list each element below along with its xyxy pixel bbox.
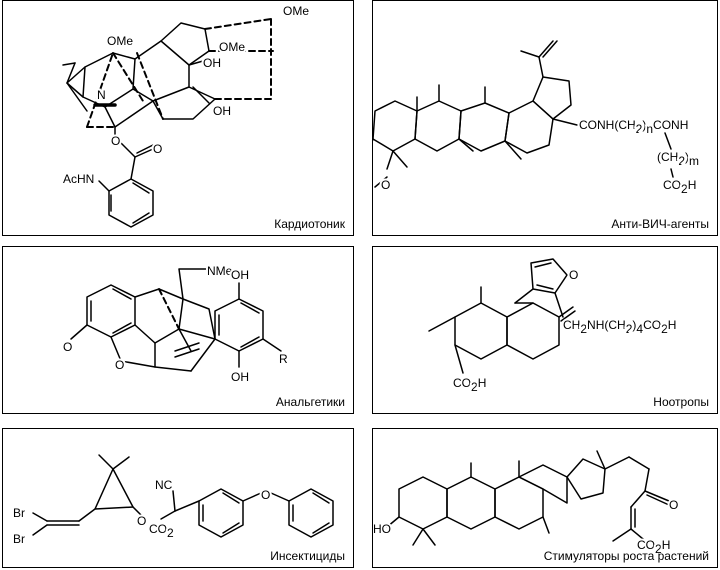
label-methoxy-o: O xyxy=(63,340,72,354)
label-nme: NMe xyxy=(207,264,233,278)
caption-cardiotonic: Кардиотоник xyxy=(274,217,345,231)
structure-analgesics: NMe OH OH O O R xyxy=(61,262,290,386)
label-ketone-o: O xyxy=(381,178,390,192)
label-furan-o: O xyxy=(569,268,578,282)
structure-insecticides: Br Br NC O CO2 O xyxy=(11,454,334,548)
label-co2: CO2 xyxy=(149,522,174,540)
label-oh-lower: OH xyxy=(213,104,231,118)
label-ome-left: OMe xyxy=(107,34,133,48)
label-oh-upper: OH xyxy=(203,56,221,70)
panel-growth-stimulators: HO O CO2H Стимуляторы роста растений xyxy=(372,428,718,568)
panel-analgesics: NMe OH OH O O R Анальгетики xyxy=(2,246,354,414)
label-ch2-chain: (CH2)m xyxy=(657,150,699,168)
label-amino-chain: CH2NH(CH2)4CO2H xyxy=(563,318,676,336)
label-co2h: CO2H xyxy=(453,376,486,394)
label-ether-o: O xyxy=(261,488,270,502)
structure-anti-hiv: O CONH(CH2)nCONH (CH2)m CO2H xyxy=(373,40,701,198)
structure-cardiotonic: OMe OMe OMe OH OH N O O AcHN xyxy=(61,2,311,228)
label-oh-bottom: OH xyxy=(231,370,249,384)
label-carbonyl-o: O xyxy=(153,142,162,156)
panel-anti-hiv: O CONH(CH2)nCONH (CH2)m CO2H Анти-ВИЧ-аг… xyxy=(372,0,718,236)
panel-cardiotonic: OMe OMe OMe OH OH N O O AcHN Кардиотоник xyxy=(2,0,354,236)
label-ring-o: O xyxy=(115,358,124,372)
caption-anti-hiv: Анти-ВИЧ-агенты xyxy=(611,217,709,231)
label-ome-right: OMe xyxy=(219,40,245,54)
caption-growth-stimulators: Стимуляторы роста растений xyxy=(543,549,709,563)
panel-nootropics: O CH2NH(CH2)4CO2H CO2H Ноотропы xyxy=(372,246,718,414)
label-co2h: CO2H xyxy=(663,178,696,196)
caption-insecticides: Инсектициды xyxy=(270,549,345,563)
label-ketone-o: O xyxy=(669,498,678,512)
label-ome-top: OMe xyxy=(283,4,309,18)
label-r: R xyxy=(279,352,288,366)
label-ester-o: O xyxy=(111,134,120,148)
label-ho: HO xyxy=(373,522,391,536)
label-oh-top: OH xyxy=(231,268,249,282)
label-achn: AcHN xyxy=(63,172,94,186)
panel-insecticides: Br Br NC O CO2 O Инсектициды xyxy=(2,428,354,568)
label-nc: NC xyxy=(155,478,173,492)
label-n: N xyxy=(97,88,106,102)
label-co2h: CO2H xyxy=(637,538,670,556)
label-ester-o: O xyxy=(137,514,146,528)
structure-growth-stimulators: HO O CO2H xyxy=(373,450,680,558)
label-br-1: Br xyxy=(13,506,25,520)
caption-nootropics: Ноотропы xyxy=(653,395,709,409)
caption-analgesics: Анальгетики xyxy=(275,395,345,409)
label-br-2: Br xyxy=(13,532,25,546)
label-amide-chain: CONH(CH2)nCONH xyxy=(579,118,688,136)
structure-nootropics: O CH2NH(CH2)4CO2H CO2H xyxy=(428,258,678,396)
